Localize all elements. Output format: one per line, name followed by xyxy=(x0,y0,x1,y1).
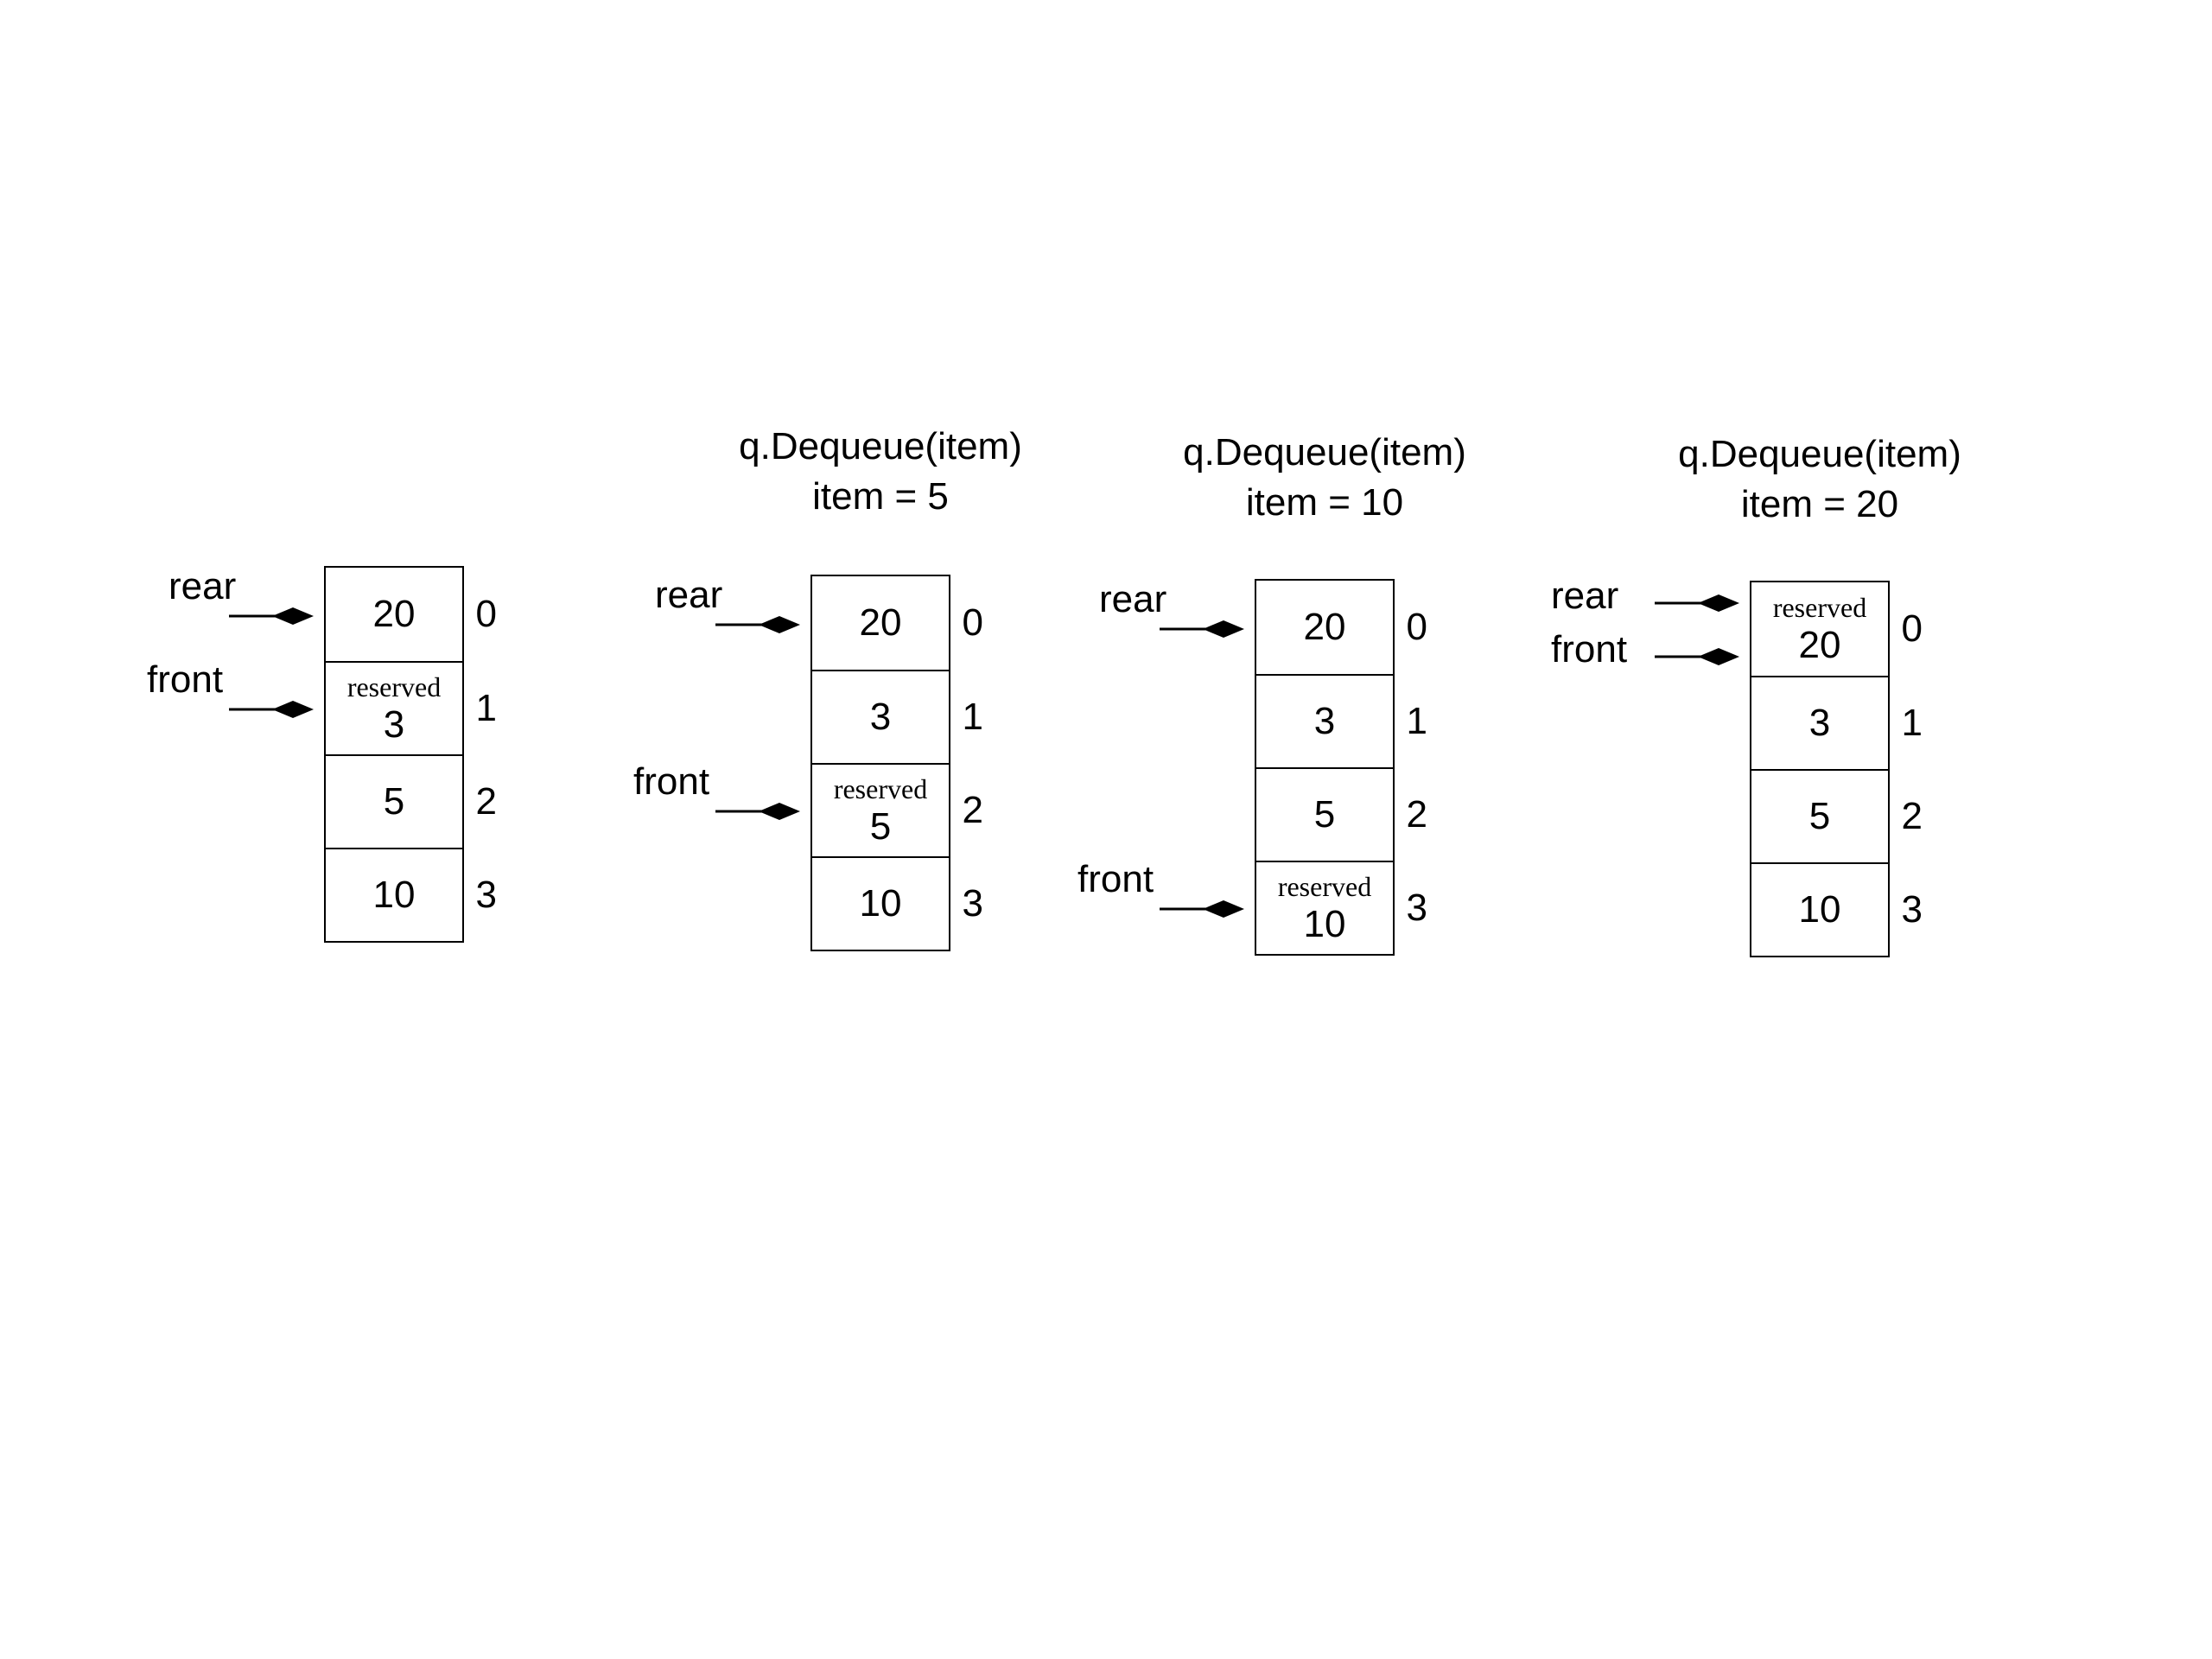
cell-value: 5 xyxy=(1313,793,1336,836)
cell-index: 0 xyxy=(1406,606,1427,648)
reserved-tag: reserved xyxy=(1772,592,1867,623)
rear-arrow-icon xyxy=(229,607,314,625)
queue-cell: 20 0 xyxy=(812,576,983,670)
cell-value: 10 xyxy=(372,874,416,916)
cell-index: 3 xyxy=(1406,887,1427,929)
cell-value: 5 xyxy=(869,805,892,848)
front-arrow-icon xyxy=(1655,648,1739,665)
operation-result: item = 20 xyxy=(1740,483,1899,525)
cell-value: 10 xyxy=(1303,903,1346,945)
cell-value: 20 xyxy=(372,593,416,635)
cell-index: 1 xyxy=(475,687,497,729)
queue-cell: 10 3 xyxy=(812,856,983,950)
cell-value: 10 xyxy=(859,882,902,925)
front-label: front xyxy=(147,658,224,701)
operation-result: item = 10 xyxy=(1245,481,1404,524)
cell-index: 0 xyxy=(475,593,497,635)
front-label: front xyxy=(1551,628,1628,671)
queue-cell: 10 3 xyxy=(1751,862,1923,956)
cell-index: 3 xyxy=(962,882,983,925)
queue-cell: 20 0 xyxy=(326,568,497,661)
rear-label: rear xyxy=(655,574,723,616)
front-arrow-icon xyxy=(1160,900,1244,918)
rear-arrow-icon xyxy=(715,616,800,633)
cell-value: 3 xyxy=(869,696,892,738)
front-arrow-icon xyxy=(715,803,800,820)
cell-value: 3 xyxy=(1808,702,1831,744)
cell-index: 2 xyxy=(1901,795,1923,837)
cell-value: 20 xyxy=(1798,624,1841,666)
cell-index: 2 xyxy=(1406,793,1427,836)
reserved-tag: reserved xyxy=(1277,871,1372,902)
cell-index: 2 xyxy=(475,780,497,823)
rear-label: rear xyxy=(1099,578,1167,620)
cell-index: 3 xyxy=(475,874,497,916)
operation-caption: q.Dequeue(item) item = 10 xyxy=(1065,428,1584,528)
cell-index: 1 xyxy=(1901,702,1923,744)
cell-index: 0 xyxy=(962,601,983,644)
front-label: front xyxy=(1077,858,1154,900)
rear-arrow-icon xyxy=(1160,620,1244,638)
cell-index: 1 xyxy=(1406,700,1427,742)
cell-value: 3 xyxy=(1313,700,1336,742)
front-arrow-icon xyxy=(229,701,314,718)
front-label: front xyxy=(633,760,710,803)
cell-value: 10 xyxy=(1798,888,1841,931)
cell-value: 3 xyxy=(383,703,405,746)
cell-value: 20 xyxy=(859,601,902,644)
cell-value: 5 xyxy=(1808,795,1831,837)
rear-arrow-icon xyxy=(1655,594,1739,612)
queue-cell: 10 3 xyxy=(326,848,497,941)
cell-value: 20 xyxy=(1303,606,1346,648)
operation-call: q.Dequeue(item) xyxy=(1678,433,1961,475)
reserved-tag: reserved xyxy=(346,671,442,702)
operation-call: q.Dequeue(item) xyxy=(1183,431,1466,474)
operation-caption: q.Dequeue(item) item = 20 xyxy=(1560,429,2079,530)
rear-label: rear xyxy=(168,565,237,607)
cell-index: 3 xyxy=(1901,888,1923,931)
reserved-tag: reserved xyxy=(833,773,928,804)
rear-label: rear xyxy=(1551,575,1619,617)
operation-result: item = 5 xyxy=(812,475,949,518)
cell-value: 5 xyxy=(383,780,405,823)
cell-index: 2 xyxy=(962,789,983,831)
cell-index: 0 xyxy=(1901,607,1923,650)
operation-caption: q.Dequeue(item) item = 5 xyxy=(621,422,1140,522)
operation-call: q.Dequeue(item) xyxy=(739,425,1022,467)
cell-index: 1 xyxy=(962,696,983,738)
queue-cell: 20 0 xyxy=(1256,581,1427,674)
